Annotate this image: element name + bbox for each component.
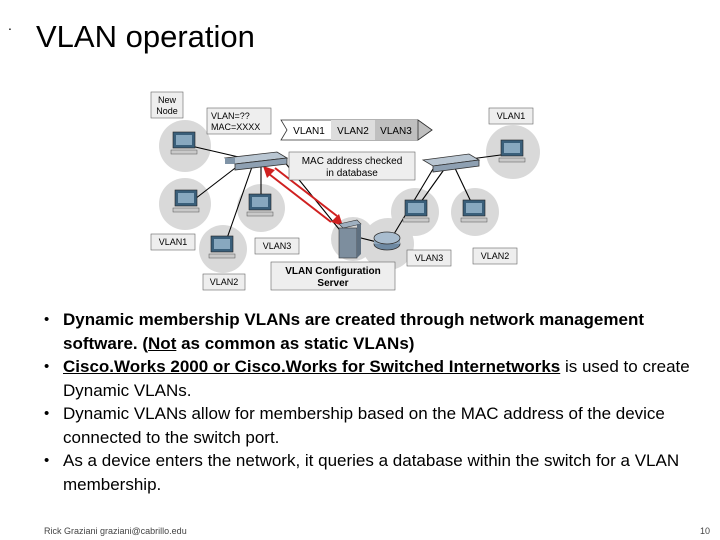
bullet-item: • Dynamic membership VLANs are created th… xyxy=(44,308,702,355)
computer-icon xyxy=(246,193,274,217)
vlan-label-bottom: VLAN2 xyxy=(210,277,239,287)
computer-icon xyxy=(172,189,200,213)
new-node-label-2: Node xyxy=(156,106,178,116)
vlan-label-right-b: VLAN2 xyxy=(481,251,510,261)
page-number: 10 xyxy=(699,526,710,536)
computer-icon xyxy=(208,235,236,259)
bullet-item: • Dynamic VLANs allow for membership base… xyxy=(44,402,702,449)
slide-marker: . xyxy=(8,17,12,33)
vlan-diagram: VLAN1 VLAN2 VLAN3 New Node VLAN=?? MAC=X… xyxy=(150,91,540,291)
computer-icon xyxy=(170,131,198,155)
bullet-icon: • xyxy=(44,358,50,375)
vlan-label-left: VLAN1 xyxy=(159,237,188,247)
bullet-item: • As a device enters the network, it quer… xyxy=(44,449,702,496)
bullet-icon: • xyxy=(44,452,50,469)
vlan-label-top-right: VLAN1 xyxy=(497,111,526,121)
server-label-1: VLAN Configuration xyxy=(285,266,381,277)
footer-author: Rick Graziani graziani@cabrillo.edu xyxy=(44,526,187,536)
computers xyxy=(170,131,526,259)
vlan-bar-item-1: VLAN1 xyxy=(293,126,325,137)
bullet-list: • Dynamic membership VLANs are created th… xyxy=(44,308,702,496)
vlan-bar: VLAN1 VLAN2 VLAN3 xyxy=(280,119,433,141)
server-icon xyxy=(338,219,362,259)
computer-icon xyxy=(402,199,430,223)
computer-icon xyxy=(460,199,488,223)
vlan-label-right-a: VLAN3 xyxy=(415,253,444,263)
computer-icon xyxy=(498,139,526,163)
new-node-label-1: New xyxy=(158,95,177,105)
mac-check-label-1: MAC address checked xyxy=(302,156,403,167)
vlan-query-label-1: VLAN=?? xyxy=(211,111,250,121)
bullet-icon: • xyxy=(44,311,50,328)
mac-check-label-2: in database xyxy=(326,168,378,179)
bullet-text: Cisco.Works 2000 or Cisco.Works for Swit… xyxy=(63,357,561,376)
switch-right xyxy=(421,153,481,173)
bullet-text: as common as static VLANs) xyxy=(176,333,415,353)
bullet-item: • Cisco.Works 2000 or Cisco.Works for Swi… xyxy=(44,355,702,402)
vlan-query-label-2: MAC=XXXX xyxy=(211,122,260,132)
server-label-2: Server xyxy=(317,278,348,289)
router-icon xyxy=(373,231,401,251)
vlan-bar-item-3: VLAN3 xyxy=(380,126,412,137)
bullet-text: is used to create Dynamic VLANs. xyxy=(63,357,690,400)
switch-left xyxy=(223,151,289,171)
bullet-text: As a device enters the network, it queri… xyxy=(63,451,680,494)
vlan-bar-item-2: VLAN2 xyxy=(337,126,369,137)
bullet-text: Dynamic membership VLANs are created thr… xyxy=(63,310,644,353)
query-arrow xyxy=(263,166,343,226)
bullet-text: Not xyxy=(148,333,177,353)
vlan-label-mid: VLAN3 xyxy=(263,241,292,251)
bullet-text: Dynamic VLANs allow for membership based… xyxy=(63,404,665,447)
page-title: VLAN operation xyxy=(36,19,255,54)
bullet-icon: • xyxy=(44,405,50,422)
